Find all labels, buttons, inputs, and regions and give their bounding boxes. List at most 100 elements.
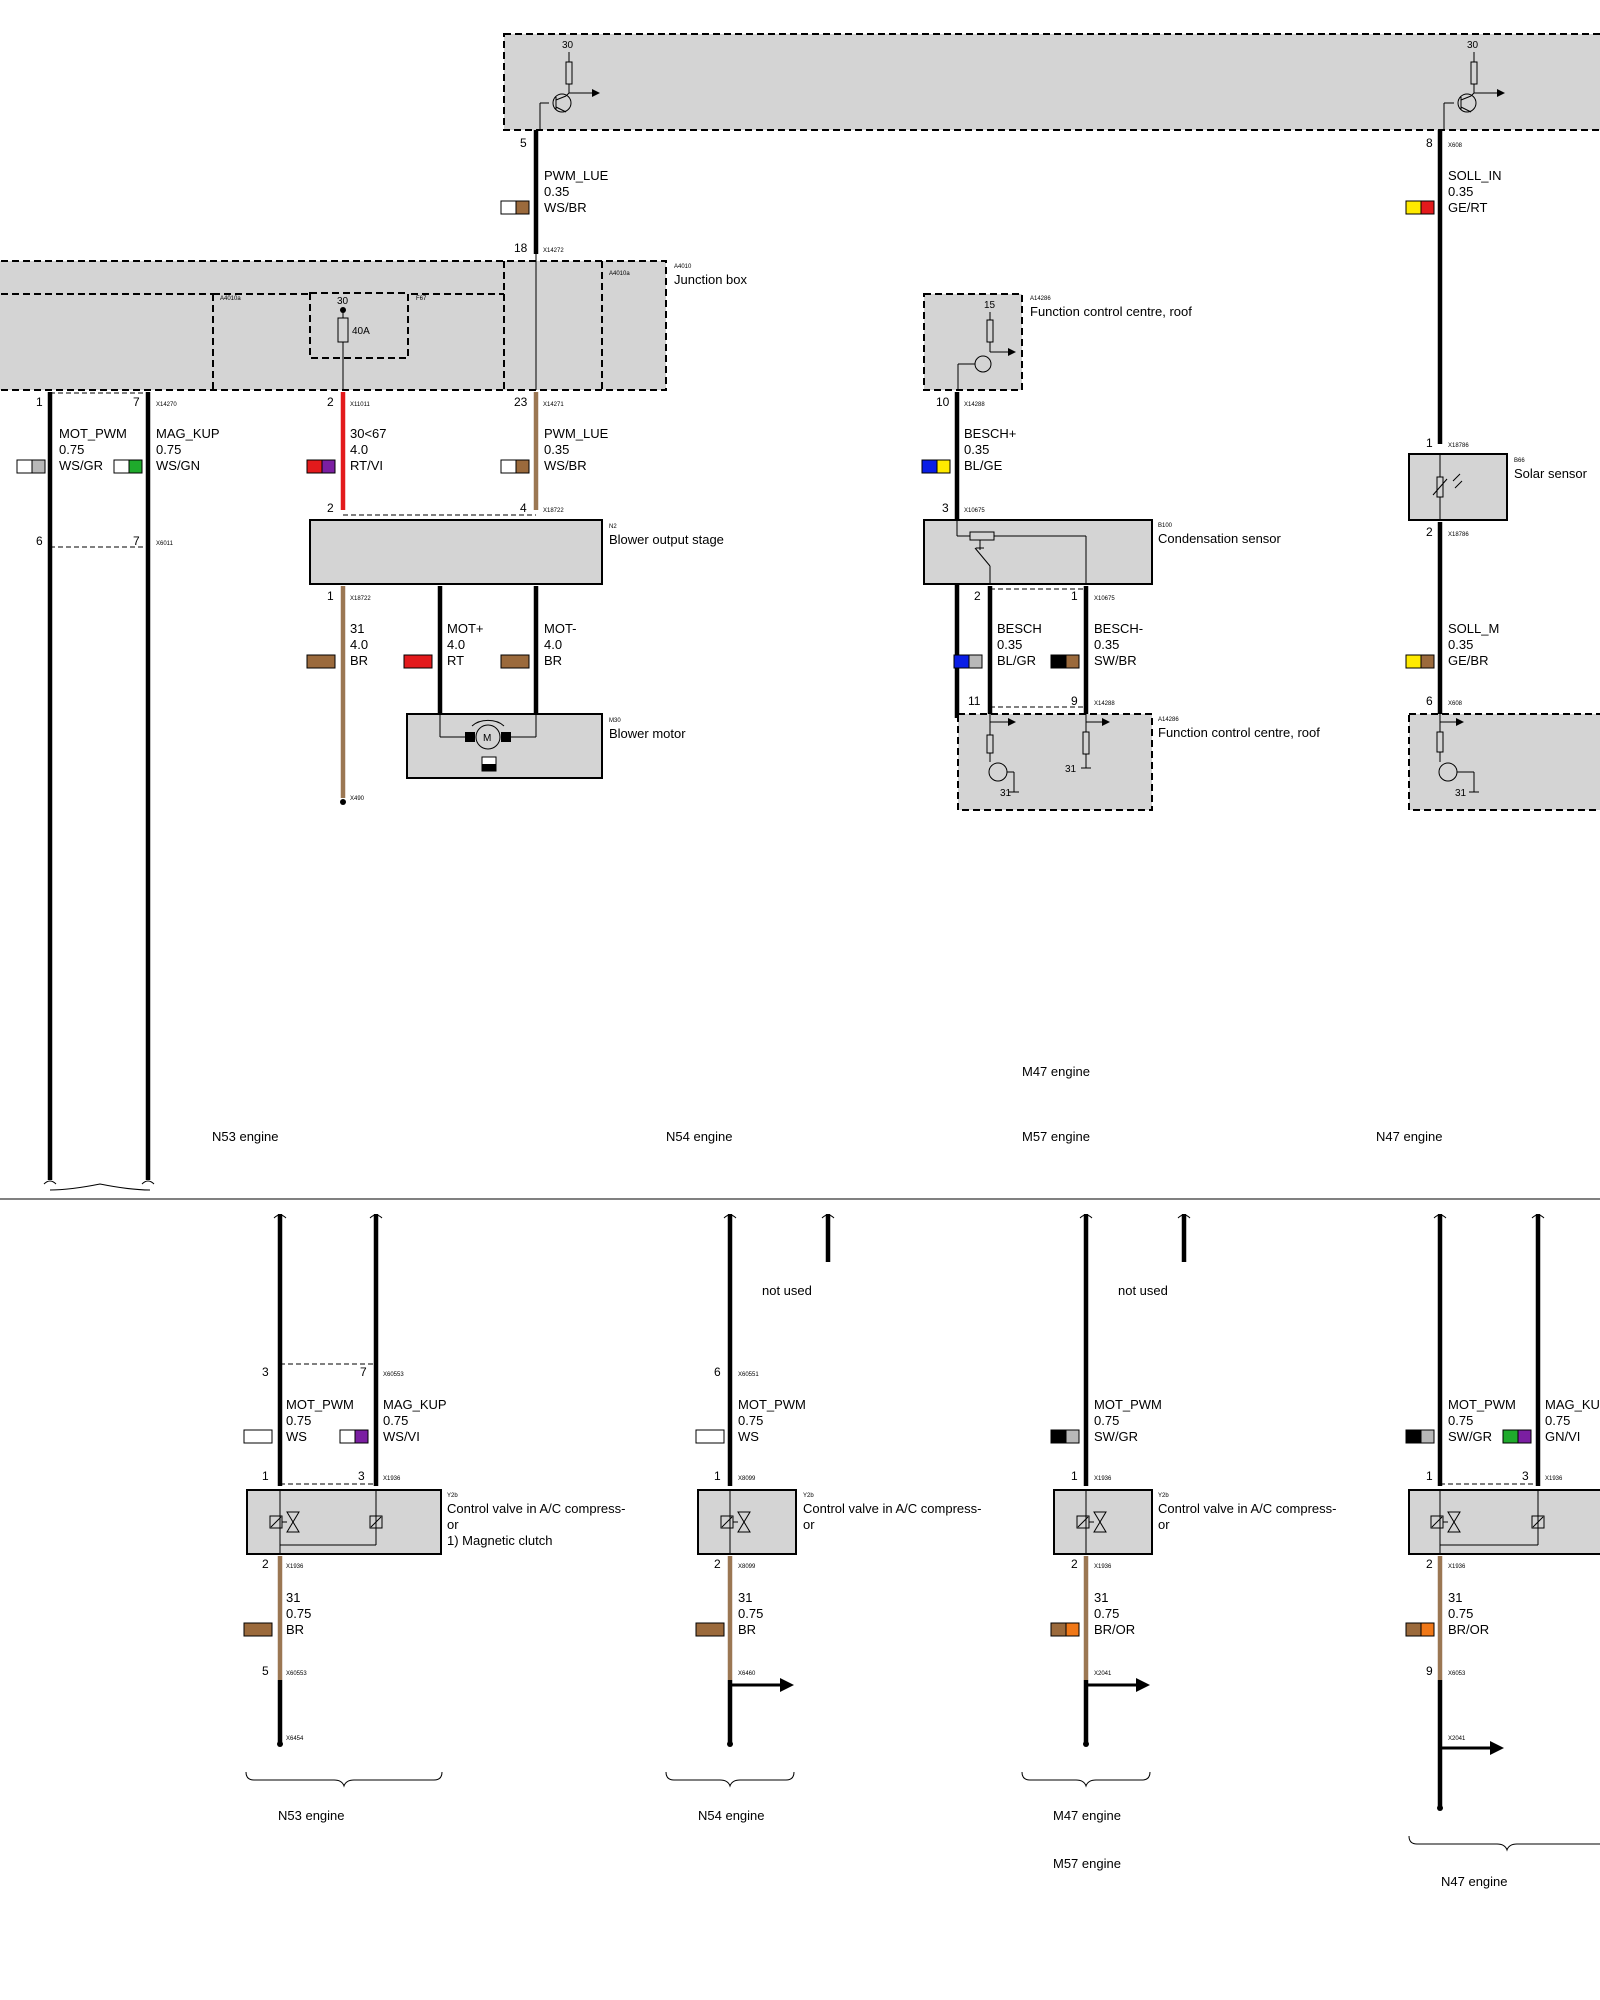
diagram-label: 7 bbox=[133, 395, 140, 409]
symbol-path bbox=[1408, 1835, 1600, 1852]
wire-segment bbox=[555, 95, 567, 101]
diagram-label: X18786 bbox=[1448, 443, 1469, 449]
diagram-shape bbox=[482, 764, 496, 771]
diagram-label: 23 bbox=[514, 395, 528, 409]
diagram-label: SOLL_IN bbox=[1448, 168, 1501, 183]
diagram-label: 0.75 bbox=[738, 1413, 763, 1428]
diagram-label: RT bbox=[447, 653, 464, 668]
terminal-dot bbox=[277, 1741, 283, 1747]
terminal-dot bbox=[1083, 1741, 1089, 1747]
terminal-dot bbox=[475, 724, 501, 750]
symbol-path bbox=[1021, 1771, 1151, 1788]
diagram-label: F67 bbox=[416, 296, 427, 302]
diagram-label: X60553 bbox=[383, 1372, 404, 1378]
diagram-label: M30 bbox=[609, 718, 621, 724]
diagram-label: 31 bbox=[1000, 788, 1012, 799]
wire-segment bbox=[1460, 95, 1472, 101]
diagram-label: 15 bbox=[984, 300, 996, 311]
diagram-label: Y2b bbox=[803, 1493, 814, 1499]
diagram-label: 1 bbox=[327, 589, 334, 603]
diagram-label: 4.0 bbox=[544, 637, 562, 652]
diagram-label: WS bbox=[286, 1429, 307, 1444]
diagram-label: PWM_LUE bbox=[544, 426, 609, 441]
diagram-label: BESCH+ bbox=[964, 426, 1016, 441]
diagram-label: MOT_PWM bbox=[1094, 1397, 1162, 1412]
diagram-label: RT/VI bbox=[350, 458, 383, 473]
diagram-label: X8099 bbox=[738, 1476, 756, 1482]
diagram-shape bbox=[339, 1429, 356, 1444]
diagram-shape bbox=[501, 732, 511, 742]
diagram-shape bbox=[306, 654, 336, 669]
diagram-label: BR/OR bbox=[1448, 1622, 1489, 1637]
diagram-label: GE/BR bbox=[1448, 653, 1488, 668]
terminal-dot bbox=[340, 799, 346, 805]
diagram-label: X14270 bbox=[156, 402, 177, 408]
diagram-label: BR bbox=[350, 653, 368, 668]
diagram-label: X2041 bbox=[1448, 1736, 1466, 1742]
diagram-label: X14288 bbox=[1094, 701, 1115, 707]
diagram-label: A14286 bbox=[1030, 296, 1051, 302]
blower-motor bbox=[406, 713, 603, 779]
fcc-roof-name: Function control centre, roof bbox=[1030, 304, 1192, 319]
diagram-label: 0.35 bbox=[964, 442, 989, 457]
diagram-label: X6460 bbox=[738, 1671, 756, 1677]
arrow-head bbox=[1447, 1521, 1461, 1533]
diagram-label: 6 bbox=[714, 1365, 721, 1379]
diagram-label: M bbox=[483, 733, 491, 744]
diagram-label: 1 bbox=[36, 395, 43, 409]
diagram-label: A14286 bbox=[1158, 717, 1179, 723]
diagram-label: 11 bbox=[968, 694, 981, 708]
arrow-head bbox=[1136, 1678, 1150, 1692]
diagram-label: 9 bbox=[1071, 694, 1078, 708]
diagram-shape bbox=[500, 654, 530, 669]
diagram-label: GE/RT bbox=[1448, 200, 1488, 215]
arrow-head bbox=[1008, 348, 1016, 356]
wire-segment bbox=[555, 106, 567, 113]
engine-label-m57-lower: M57 engine bbox=[1053, 1856, 1121, 1871]
control-unit-top bbox=[503, 33, 1600, 131]
wire-segment bbox=[565, 92, 570, 97]
wire-segment bbox=[1460, 106, 1472, 113]
control-valve-n47 bbox=[1408, 1489, 1600, 1555]
diagram-label: X490 bbox=[350, 796, 365, 802]
arrow-head bbox=[737, 1511, 751, 1523]
engine-label-n54-upper: N54 engine bbox=[666, 1129, 733, 1144]
diagram-label: X14271 bbox=[543, 402, 564, 408]
diagram-label: B66 bbox=[1514, 458, 1525, 464]
terminal-30-label: 30 bbox=[562, 40, 574, 51]
diagram-label: 0.75 bbox=[286, 1413, 311, 1428]
not-used-note-m47: not used bbox=[1118, 1283, 1168, 1298]
diagram-label: 0.75 bbox=[286, 1606, 311, 1621]
diagram-label: 1 bbox=[1426, 436, 1433, 450]
diagram-shape bbox=[968, 654, 983, 669]
diagram-label: MAG_KUP bbox=[156, 426, 220, 441]
fuse-box bbox=[309, 292, 409, 359]
diagram-label: WS/BR bbox=[544, 200, 587, 215]
diagram-label: B100 bbox=[1158, 523, 1173, 529]
arrow-head bbox=[780, 1678, 794, 1692]
diagram-shape bbox=[465, 732, 475, 742]
diagram-shape bbox=[1420, 200, 1435, 215]
wire-segment bbox=[370, 1516, 382, 1528]
diagram-label: 0.75 bbox=[383, 1413, 408, 1428]
diagram-label: 0.75 bbox=[738, 1606, 763, 1621]
wire-segment bbox=[974, 547, 991, 567]
terminal-dot bbox=[1457, 93, 1477, 113]
solar-sensor-name: Solar sensor bbox=[1514, 466, 1588, 481]
diagram-label: X608 bbox=[1448, 143, 1463, 149]
blower-motor-name: Blower motor bbox=[609, 726, 686, 741]
diagram-label: BESCH bbox=[997, 621, 1042, 636]
diagram-label: X608 bbox=[1448, 701, 1463, 707]
arrow-head bbox=[1447, 1511, 1461, 1523]
diagram-label: 0.35 bbox=[1448, 637, 1473, 652]
diagram-shape bbox=[500, 459, 517, 474]
diagram-label: X14272 bbox=[543, 248, 564, 254]
diagram-label: BESCH- bbox=[1094, 621, 1143, 636]
diagram-label: 3 bbox=[262, 1365, 269, 1379]
diagram-shape bbox=[1065, 1429, 1080, 1444]
symbol-path bbox=[471, 719, 505, 727]
diagram-label: X18722 bbox=[543, 508, 564, 514]
wire-segment bbox=[270, 1516, 282, 1528]
diagram-label: 0.35 bbox=[997, 637, 1022, 652]
diagram-shape bbox=[1405, 200, 1422, 215]
